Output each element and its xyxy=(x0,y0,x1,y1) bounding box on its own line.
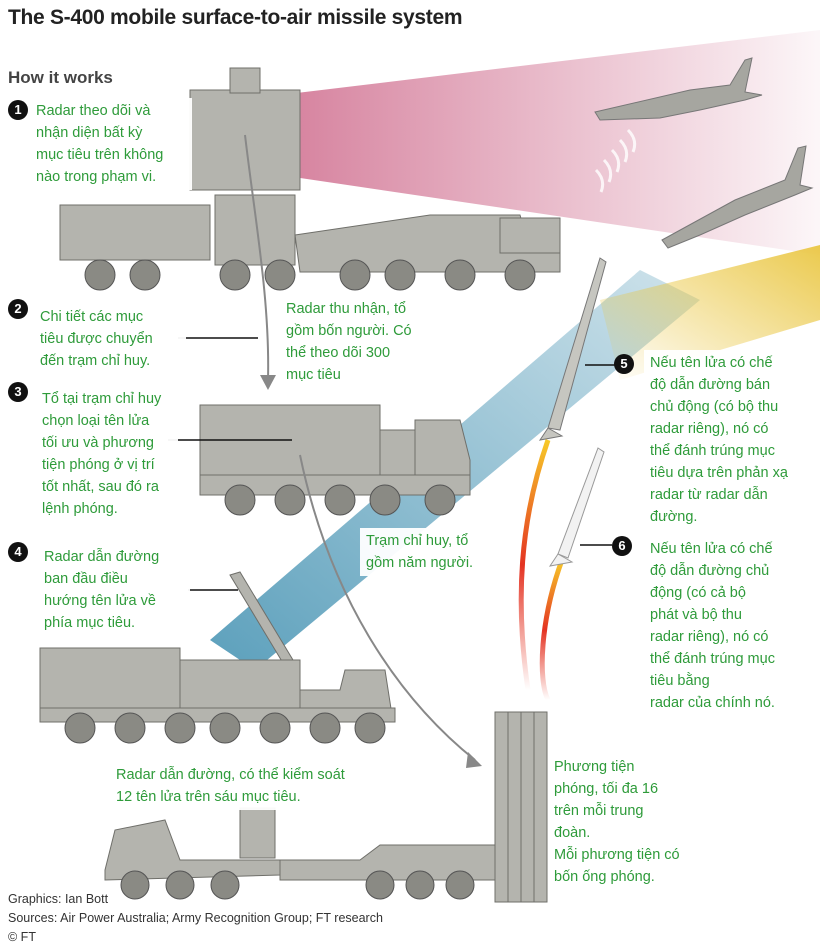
step-6-badge: 6 xyxy=(612,536,632,556)
launcher-truck-icon xyxy=(104,711,548,903)
radar-wave-arcs xyxy=(594,128,637,193)
acquisition-radar-label: Radar thu nhận, tổ gồm bốn người. Có thể… xyxy=(280,296,432,388)
flow-arrow xyxy=(299,454,476,761)
fighter-jet-icon xyxy=(661,145,814,249)
guidance-radar-label: Radar dẫn đường, có thể kiểm soát 12 tên… xyxy=(110,762,392,810)
step-1-badge: 1 xyxy=(8,100,28,120)
step-2-text: Chi tiết các mục tiêu được chuyển đến tr… xyxy=(34,304,186,374)
step-2-badge: 2 xyxy=(8,299,28,319)
step-3-text: Tổ tại trạm chỉ huy chọn loại tên lửa tố… xyxy=(36,386,178,522)
step-4-badge: 4 xyxy=(8,542,28,562)
launcher-label: Phương tiện phóng, tối đa 16 trên mỗi tr… xyxy=(548,754,725,890)
step-6-text: Nếu tên lửa có chế độ dẫn đường chủ động… xyxy=(644,536,816,716)
fighter-jet-icon xyxy=(594,57,763,121)
copyright: © FT xyxy=(8,930,36,944)
arrow-head xyxy=(260,375,276,390)
sources-credit: Sources: Air Power Australia; Army Recog… xyxy=(8,911,383,925)
acquisition-radar-beam xyxy=(280,30,820,255)
arrow-head xyxy=(466,752,482,768)
missile-trail xyxy=(539,559,565,702)
page-subtitle: How it works xyxy=(8,68,113,87)
step-5-text: Nếu tên lửa có chế độ dẫn đường bán chủ … xyxy=(644,350,826,530)
step-1-text: Radar theo dõi và nhận diện bất kỳ mục t… xyxy=(30,98,192,190)
flow-arrow xyxy=(244,134,270,381)
step-5-badge: 5 xyxy=(614,354,634,374)
missile-trail xyxy=(518,439,551,691)
command-post-label: Trạm chỉ huy, tổ gồm năm người. xyxy=(360,528,497,576)
missile-icon xyxy=(538,257,607,441)
page-title: The S-400 mobile surface-to-air missile … xyxy=(8,6,463,29)
step-3-badge: 3 xyxy=(8,382,28,402)
command-post-truck-icon xyxy=(199,404,471,496)
missile-icon xyxy=(548,447,605,567)
missile-seeker-beam xyxy=(600,245,820,380)
graphics-credit: Graphics: Ian Bott xyxy=(8,892,109,906)
step-4-text: Radar dẫn đường ban đầu điều hướng tên l… xyxy=(38,544,190,636)
